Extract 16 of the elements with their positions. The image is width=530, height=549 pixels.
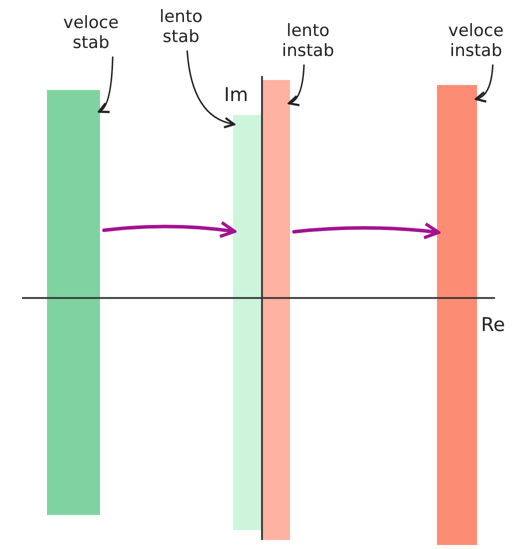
annotation-label: veloce stab [62, 14, 120, 54]
axis-label: Im [224, 84, 248, 106]
leader-line [98, 56, 114, 113]
axis-label: Re [481, 314, 506, 336]
arrow [292, 222, 440, 240]
arrow [102, 221, 236, 238]
eigenvalue-band [262, 80, 290, 540]
eigenvalue-band [437, 85, 477, 545]
leader-line [186, 50, 236, 128]
leader-line [288, 64, 305, 106]
leader-line [474, 64, 494, 102]
annotation-label: veloce instab [447, 22, 505, 62]
annotation-label: lento stab [158, 8, 204, 48]
eigenvalue-band [47, 90, 100, 515]
eigenvalue-band [233, 115, 262, 530]
annotation-label: lento instab [280, 22, 336, 62]
